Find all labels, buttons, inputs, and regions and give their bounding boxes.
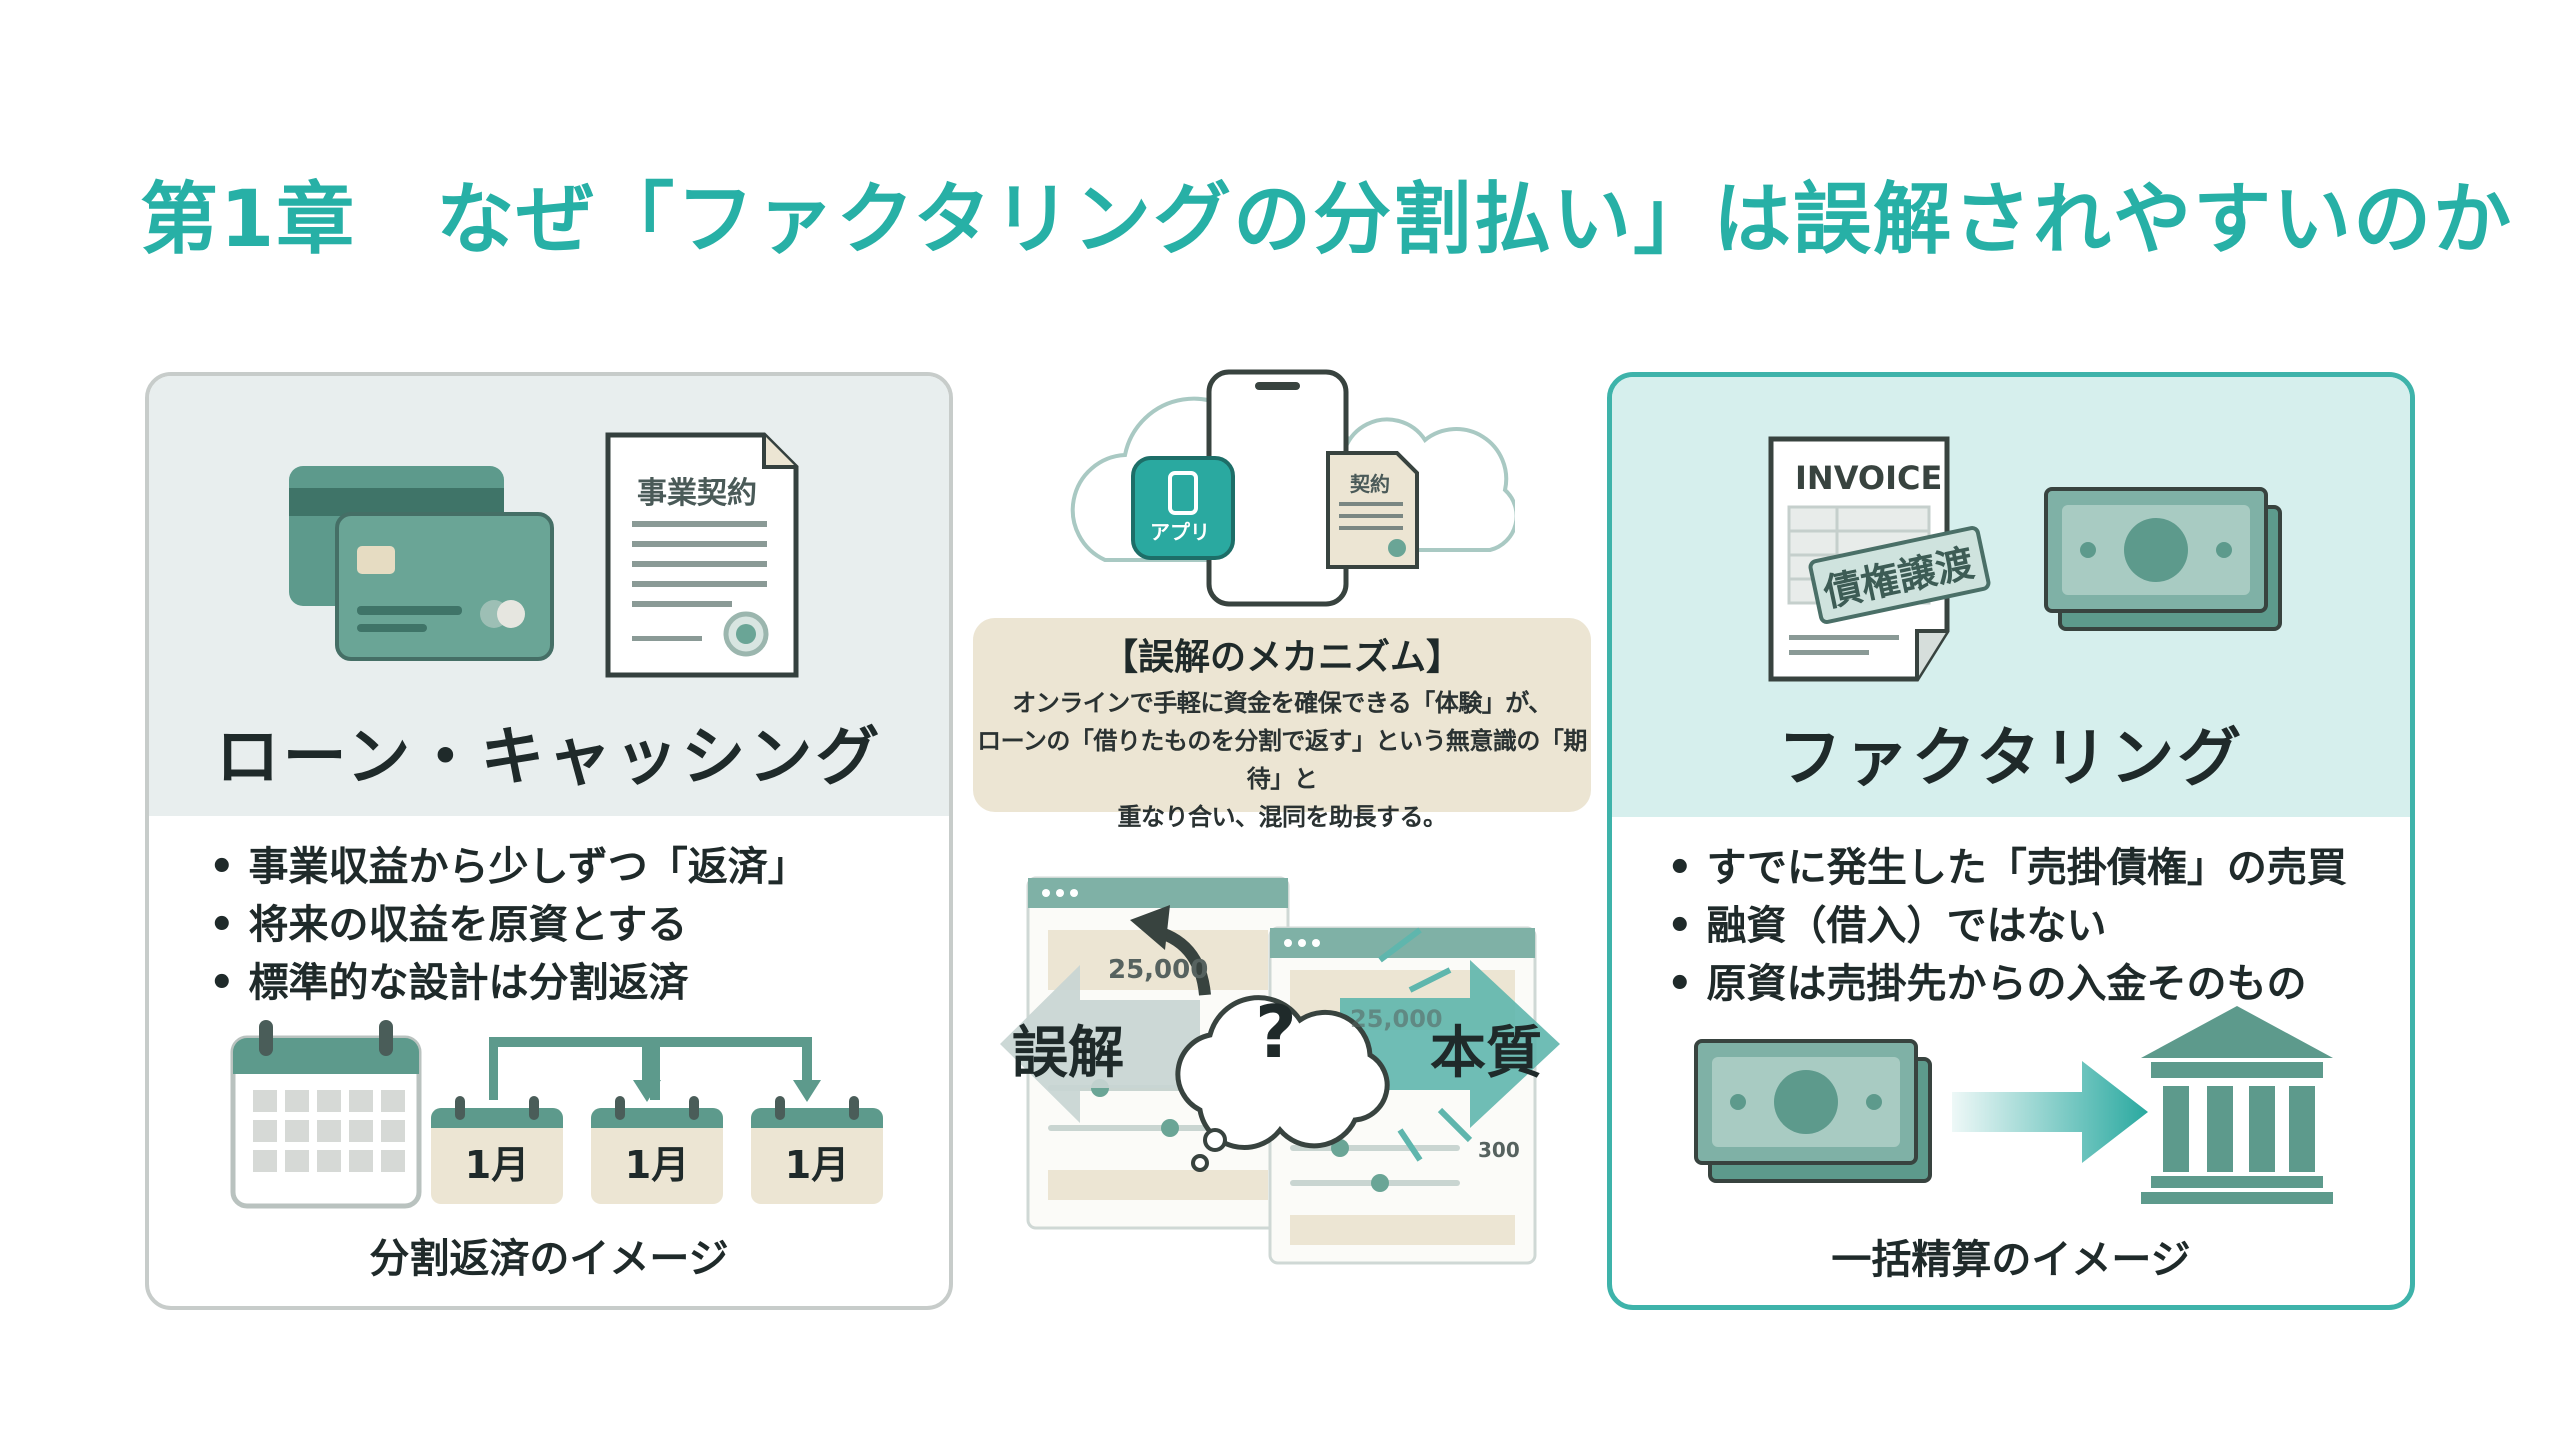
month-label: 1月 — [784, 1143, 850, 1187]
misconception-label: 誤解 — [1012, 1021, 1124, 1086]
factoring-panel: INVOICE 債権譲渡 ファクタリング すでに発生した「売掛債権」の売買 融資… — [1607, 372, 2415, 1310]
loan-heading: ローン・キャッシング — [215, 721, 883, 795]
mechanism-line: オンラインで手軽に資金を確保できる「体験」が、 — [1012, 689, 1552, 717]
list-item: 将来の収益を原資とする — [209, 896, 808, 954]
lump-sum-caption: 一括精算のイメージ — [1831, 1237, 2191, 1283]
loan-panel: 事業契約 ローン・キャッシング 事業収益から少しずつ「返済」 将来の収益を原資と… — [145, 372, 953, 1310]
app-label: アプリ — [1150, 520, 1210, 544]
loan-bullets: 事業収益から少しずつ「返済」 将来の収益を原資とする 標準的な設計は分割返済 — [209, 838, 808, 1012]
list-item: すでに発生した「売掛債権」の売買 — [1667, 839, 2347, 897]
list-item: 原資は売掛先からの入金そのもの — [1667, 955, 2347, 1013]
invoice-label: INVOICE — [1795, 459, 1943, 497]
contract-icon — [1326, 451, 1419, 569]
arrow-right-icon — [1952, 1061, 2148, 1163]
bank-icon — [2141, 1006, 2333, 1204]
banknote-icon — [2044, 487, 2282, 631]
mechanism-title: 【誤解のメカニズム】 — [1101, 637, 1462, 678]
banknote-icon — [1694, 1039, 1932, 1183]
month-label: 1月 — [624, 1143, 690, 1187]
page-title: 第1章 なぜ「ファクタリングの分割払い」は誤解されやすいのか — [140, 175, 2514, 265]
month-calendar: 1月 — [429, 1094, 565, 1206]
app-screens-illustration — [1000, 876, 1560, 1265]
mechanism-line: ローンの「借りたものを分割で返す」という無意識の「期待」と — [977, 727, 1587, 793]
list-item: 融資（借入）ではない — [1667, 897, 2347, 955]
month-calendar: 1月 — [589, 1094, 725, 1206]
list-item: 事業収益から少しずつ「返済」 — [209, 838, 808, 896]
screen-value: 25,000 — [1350, 1005, 1443, 1033]
month-label: 1月 — [464, 1143, 530, 1187]
month-calendar: 1月 — [749, 1094, 885, 1206]
credit-cards-icon — [289, 466, 554, 661]
factoring-heading: ファクタリング — [1777, 722, 2245, 796]
installment-caption: 分割返済のイメージ — [369, 1236, 729, 1282]
factoring-bullets: すでに発生した「売掛債権」の売買 融資（借入）ではない 原資は売掛先からの入金そ… — [1667, 839, 2347, 1013]
list-item: 標準的な設計は分割返済 — [209, 954, 808, 1012]
mechanism-line: 重なり合い、混同を助長する。 — [1117, 803, 1448, 831]
repayment-arrows-icon — [489, 1037, 821, 1102]
mechanism-box: 【誤解のメカニズム】 オンラインで手軽に資金を確保できる「体験」が、 ローンの「… — [973, 618, 1591, 831]
calendar-icon — [230, 1020, 422, 1209]
contract-label: 事業契約 — [637, 476, 757, 511]
contract-document-icon — [605, 432, 799, 678]
screen-value: 300 — [1478, 1138, 1520, 1162]
screen-value: 25,000 — [1108, 955, 1209, 985]
app-icon — [1131, 456, 1235, 560]
question-mark: ? — [1255, 990, 1297, 1074]
contract-mini-label: 契約 — [1350, 472, 1390, 496]
essence-label: 本質 — [1430, 1021, 1542, 1086]
